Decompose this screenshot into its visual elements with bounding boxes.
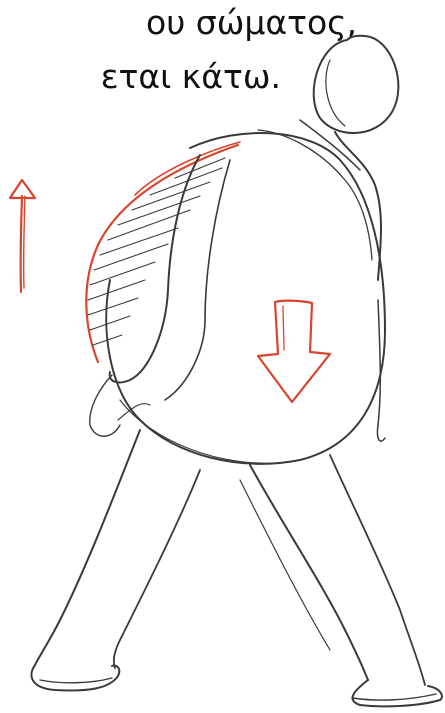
back-outline — [300, 120, 381, 280]
arrow-down-icon — [258, 301, 330, 402]
torso — [106, 130, 385, 464]
head — [314, 36, 399, 133]
arm — [90, 155, 230, 436]
legs — [35, 430, 425, 685]
belly-shape — [86, 142, 240, 362]
feet — [32, 665, 442, 706]
arrow-up-icon — [10, 180, 35, 292]
